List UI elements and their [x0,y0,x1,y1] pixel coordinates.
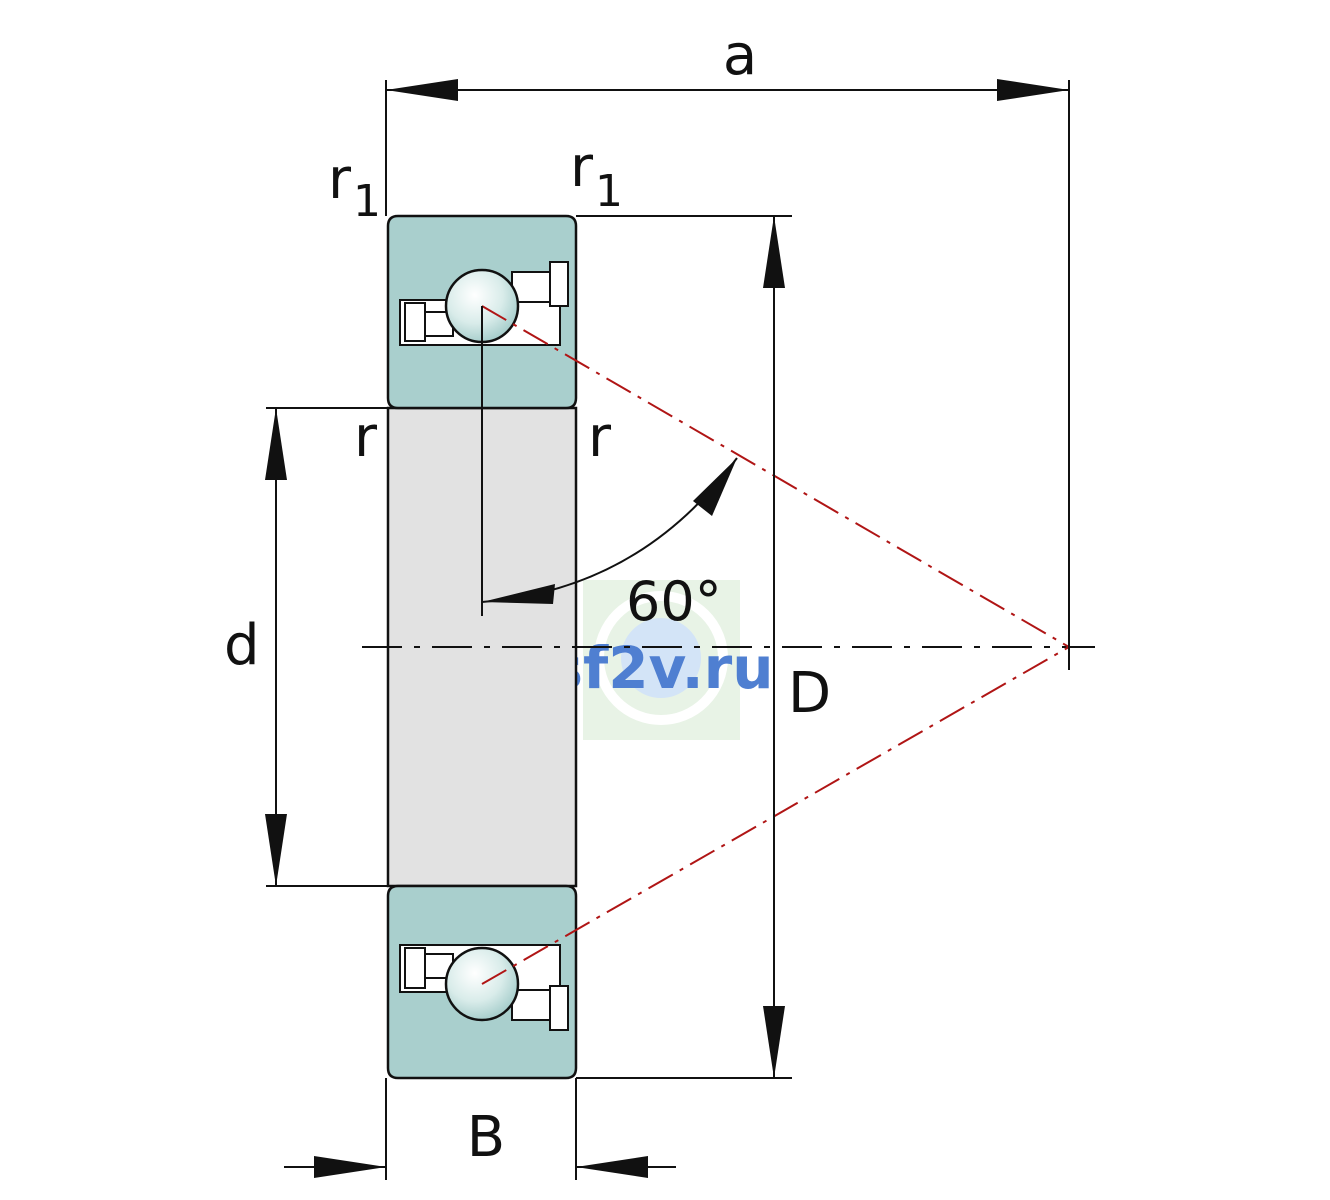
B-label: B [467,1105,505,1170]
bottom-contact-line [481,646,1070,985]
r1-right-subscript: 1 [595,166,623,217]
a-arrow-right [997,79,1069,101]
D-arrow-bottom [763,1006,785,1078]
top-left-seal [404,302,426,342]
r1-right-label: r [570,135,594,200]
a-label: a [723,23,757,88]
D-arrow-top [763,216,785,288]
d-arrow-top [265,408,287,480]
angle-label: 60° [626,570,722,633]
bottom-ring-section [386,884,578,1080]
watermark: sf2v.ru [548,580,774,740]
watermark-inner-icon [621,618,701,698]
watermark-text: sf2v.ru [548,634,773,702]
angle-arrow-end [693,458,737,516]
r1-left-subscript: 1 [353,176,381,227]
d-label: d [224,613,260,678]
r-left-label: r [354,405,378,470]
D-label: D [788,661,831,726]
r-right-label: r [588,405,612,470]
bottom-left-seal [404,947,426,989]
a-arrow-left [386,79,458,101]
B-arrow-left [314,1156,386,1178]
watermark-ring-icon [594,591,728,725]
d-arrow-bottom [265,814,287,886]
angle-arrow-start [482,584,555,604]
top-right-seal [549,261,569,307]
B-arrow-right [576,1156,648,1178]
top-contact-line [481,305,1070,648]
r1-left-label: r [328,147,352,212]
bottom-right-seal [549,985,569,1031]
top-cage-right [511,271,551,303]
